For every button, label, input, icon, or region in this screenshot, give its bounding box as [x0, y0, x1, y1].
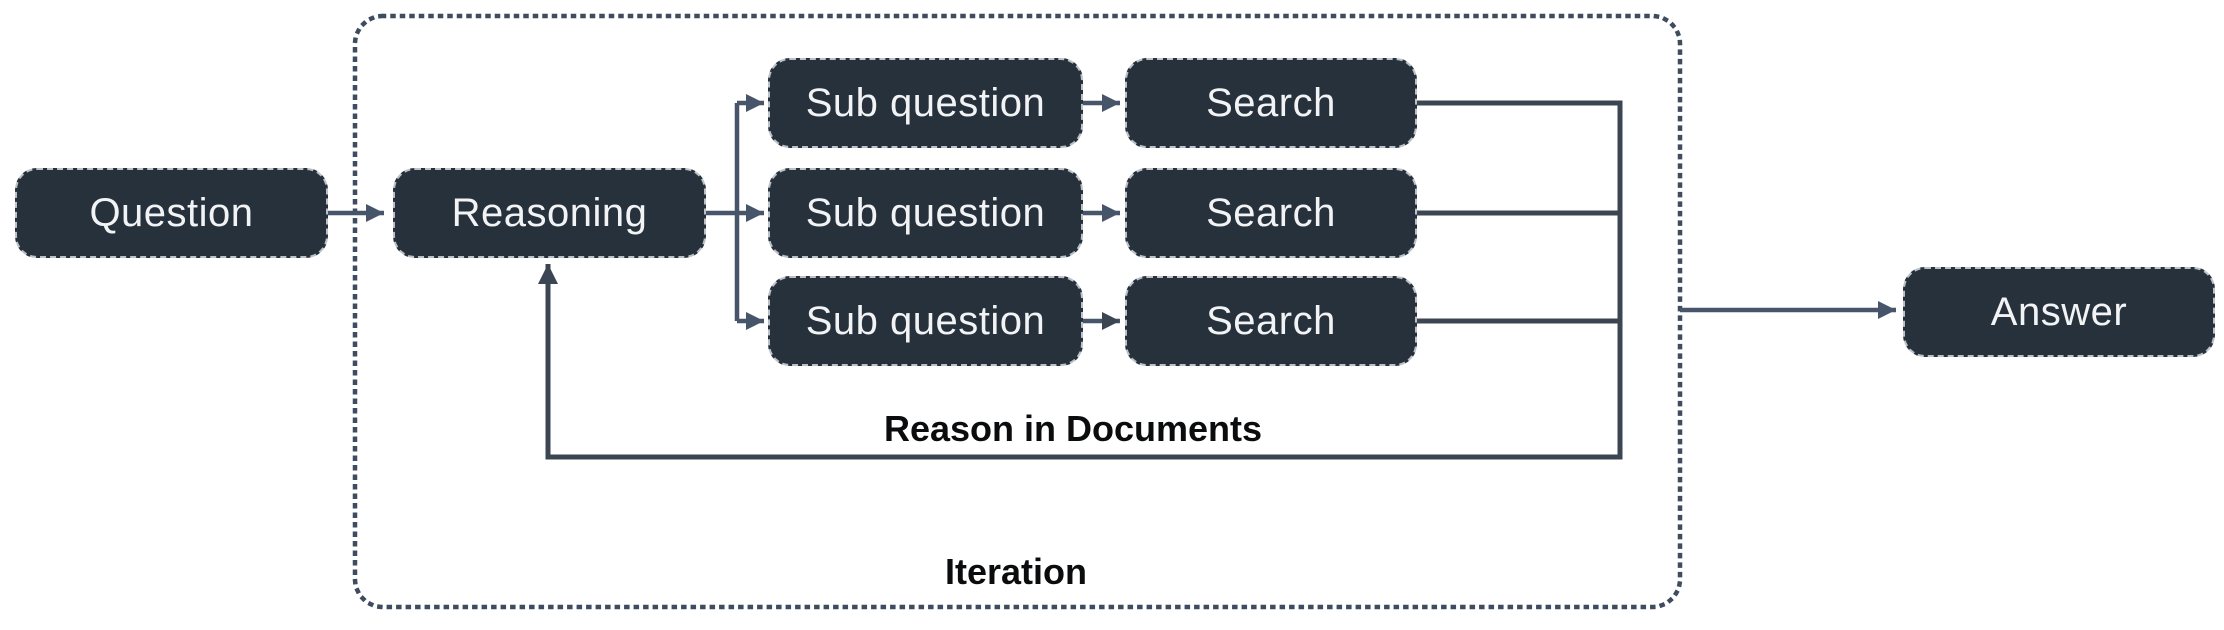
- label-iteration: Iteration: [944, 551, 1088, 592]
- node-sub-question-2: Sub question: [768, 168, 1083, 258]
- node-search-3: Search: [1125, 276, 1417, 366]
- node-sub-question-3: Sub question: [768, 276, 1083, 366]
- iteration-boundary: [352, 13, 1683, 610]
- node-answer: Answer: [1903, 267, 2215, 357]
- edge-reasoning-branch-trunk: [706, 103, 740, 321]
- node-search-2: Search: [1125, 168, 1417, 258]
- node-search-1: Search: [1125, 58, 1417, 148]
- edge-feedback-loop-to-reasoning: [538, 100, 1623, 460]
- node-reasoning: Reasoning: [393, 168, 706, 258]
- node-sub-question-1: Sub question: [768, 58, 1083, 148]
- label-reason-in-documents: Reason in Documents: [883, 408, 1263, 449]
- node-question: Question: [15, 168, 328, 258]
